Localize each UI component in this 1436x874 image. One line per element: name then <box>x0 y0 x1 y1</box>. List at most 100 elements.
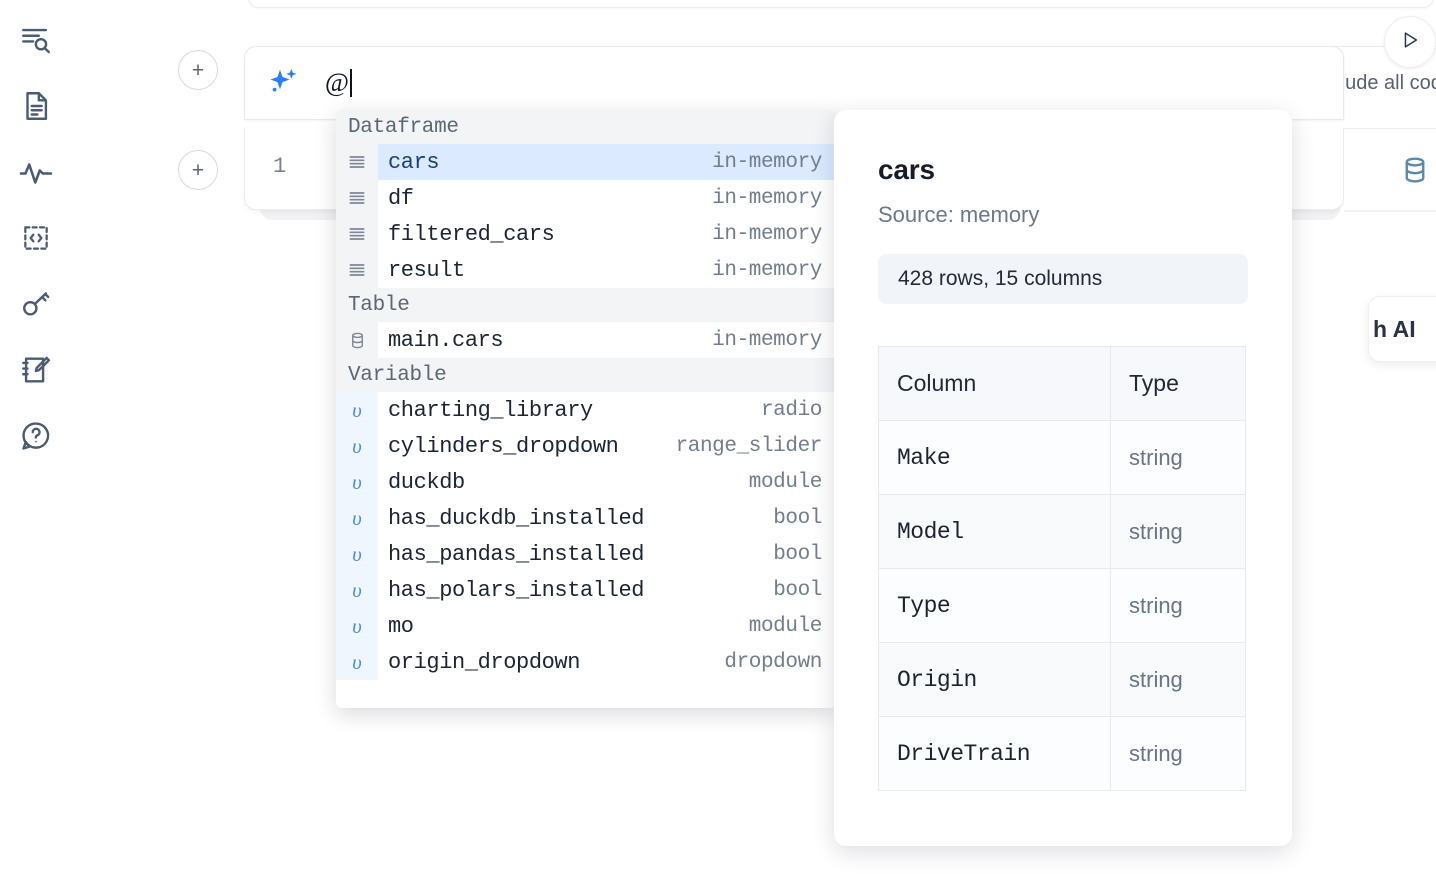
document-icon[interactable] <box>14 84 58 128</box>
left-icon-sidebar <box>0 0 72 874</box>
run-cell-button[interactable] <box>1384 16 1436 68</box>
activity-pulse-icon[interactable] <box>14 150 58 194</box>
dataframe-icon <box>336 252 378 288</box>
autocomplete-item-type: in-memory <box>712 328 822 352</box>
autocomplete-item-type: in-memory <box>712 150 822 174</box>
autocomplete-item-name: cars <box>388 149 440 175</box>
autocomplete-item-name: duckdb <box>388 469 465 495</box>
variable-icon: υ <box>336 428 378 464</box>
autocomplete-item[interactable]: υ has_duckdb_installed bool <box>336 500 836 536</box>
code-cell-toolbar <box>1344 128 1436 210</box>
autocomplete-item[interactable]: filtered_cars in-memory <box>336 216 836 252</box>
autocomplete-item[interactable]: cars in-memory <box>336 144 836 180</box>
key-icon[interactable] <box>14 282 58 326</box>
autocomplete-section-header: Dataframe <box>336 110 836 144</box>
variable-icon: υ <box>336 608 378 644</box>
autocomplete-item-type: radio <box>760 398 822 422</box>
text-caret <box>349 69 352 97</box>
dataframe-icon <box>336 216 378 252</box>
autocomplete-item[interactable]: main.cars in-memory <box>336 322 836 358</box>
autocomplete-item-type: in-memory <box>712 186 822 210</box>
autocomplete-item[interactable]: υ has_pandas_installed bool <box>336 536 836 572</box>
ai-prompt-value: @ <box>325 68 349 97</box>
schema-column-type: string <box>1110 642 1246 717</box>
schema-column-type: string <box>1110 494 1246 569</box>
autocomplete-item-name: has_polars_installed <box>388 577 645 603</box>
autocomplete-item[interactable]: υ origin_dropdown dropdown <box>336 644 836 680</box>
add-cell-plus-icon: + <box>191 158 205 182</box>
autocomplete-item-type: dropdown <box>724 650 822 674</box>
variable-icon: υ <box>336 536 378 572</box>
ai-prompt-input[interactable]: @ <box>325 47 1343 119</box>
autocomplete-item-name: result <box>388 257 465 283</box>
autocomplete-item-type: module <box>748 614 823 638</box>
schema-column-name: Type <box>878 568 1111 643</box>
variable-icon: υ <box>336 572 378 608</box>
code-snippet-icon[interactable] <box>14 216 58 260</box>
previous-cell-stub <box>248 0 1434 8</box>
autocomplete-item-type: range_slider <box>675 434 823 458</box>
schema-column-header: Column <box>878 346 1111 421</box>
ai-action-card-label: h AI <box>1373 315 1416 342</box>
schema-table-header-row: Column Type <box>878 346 1246 421</box>
schema-type-header: Type <box>1110 346 1246 421</box>
variable-icon: υ <box>336 464 378 500</box>
add-cell-button-bottom[interactable]: + <box>178 150 218 190</box>
autocomplete-item[interactable]: df in-memory <box>336 180 836 216</box>
autocomplete-item-type: in-memory <box>712 222 822 246</box>
info-panel-source: Source: memory <box>878 202 1040 227</box>
help-chat-icon[interactable] <box>14 414 58 458</box>
scratchpad-edit-icon[interactable] <box>14 348 58 392</box>
autocomplete-item-name: origin_dropdown <box>388 649 581 675</box>
sparkle-ai-icon <box>265 65 301 101</box>
outline-search-icon[interactable] <box>14 18 58 62</box>
dataframe-icon <box>336 180 378 216</box>
autocomplete-item-name: has_pandas_installed <box>388 541 645 567</box>
table-database-icon <box>336 322 378 358</box>
autocomplete-item-type: module <box>748 470 823 494</box>
schema-column-name: Model <box>878 494 1111 569</box>
schema-column-type: string <box>1110 568 1246 643</box>
code-line-number: 1 <box>273 154 287 179</box>
autocomplete-item[interactable]: υ charting_library radio <box>336 392 836 428</box>
autocomplete-item[interactable]: υ cylinders_dropdown range_slider <box>336 428 836 464</box>
info-panel-title: cars <box>878 154 935 185</box>
include-all-code-label: Include all code <box>1314 72 1436 94</box>
ai-action-card[interactable]: h AI <box>1368 296 1436 362</box>
autocomplete-item-name: has_duckdb_installed <box>388 505 645 531</box>
autocomplete-item-name: charting_library <box>388 397 593 423</box>
schema-column-type: string <box>1110 420 1246 495</box>
schema-column-name: Make <box>878 420 1111 495</box>
autocomplete-item-name: main.cars <box>388 327 504 353</box>
autocomplete-item-type: bool <box>773 542 822 566</box>
ai-prompt-cell[interactable]: @ <box>244 46 1344 120</box>
autocomplete-section-header: Table <box>336 288 836 322</box>
autocomplete-item-name: filtered_cars <box>388 221 555 247</box>
variable-icon: υ <box>336 500 378 536</box>
autocomplete-item[interactable]: υ has_polars_installed bool <box>336 572 836 608</box>
play-icon <box>1399 29 1421 56</box>
dataframe-info-panel: cars Source: memory 428 rows, 15 columns… <box>834 110 1292 846</box>
autocomplete-section-header: Variable <box>336 358 836 392</box>
info-panel-shape-badge: 428 rows, 15 columns <box>878 254 1248 304</box>
variable-icon: υ <box>336 392 378 428</box>
autocomplete-item-type: bool <box>773 506 822 530</box>
dataframe-icon <box>336 144 378 180</box>
database-icon[interactable] <box>1400 155 1430 185</box>
variable-icon: υ <box>336 644 378 680</box>
add-cell-button-top[interactable]: + <box>178 50 218 90</box>
autocomplete-item-type: bool <box>773 578 822 602</box>
autocomplete-item-name: mo <box>388 613 414 639</box>
autocomplete-item-name: cylinders_dropdown <box>388 433 619 459</box>
schema-column-name: DriveTrain <box>878 716 1111 791</box>
autocomplete-item-name: df <box>388 185 414 211</box>
